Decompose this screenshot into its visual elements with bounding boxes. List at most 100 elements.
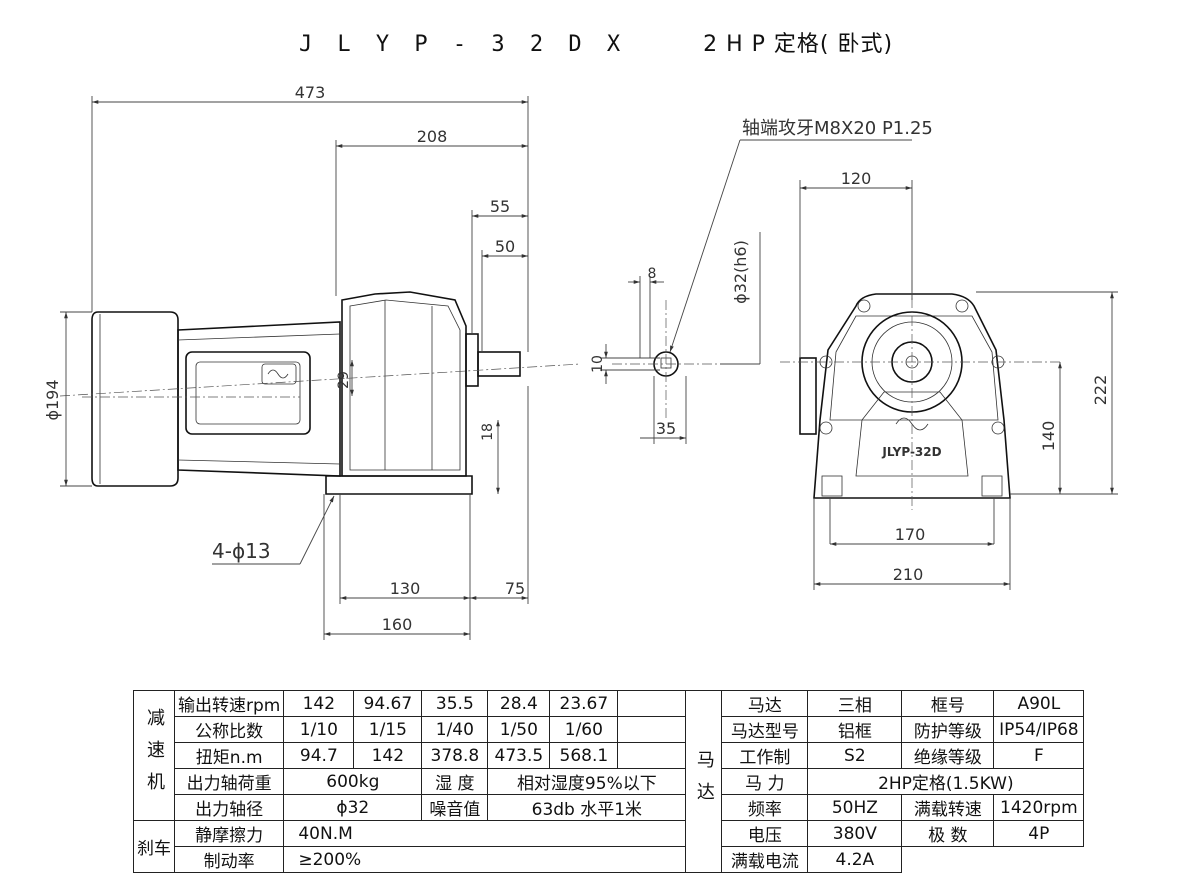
ratio-6 bbox=[617, 716, 687, 743]
front-dimensions: 120 222 140 170 210 bbox=[799, 169, 1118, 590]
torque-6 bbox=[617, 742, 687, 769]
terminal-box bbox=[185, 351, 311, 435]
technical-drawing: 473 208 55 50 ϕ194 29 18 130 75 160 4-ϕ1… bbox=[43, 83, 1118, 640]
dim-10: 10 bbox=[590, 355, 606, 373]
ratio-1: 1/10 bbox=[283, 716, 355, 743]
dim-140: 140 bbox=[1039, 421, 1058, 452]
motor-row-2-c: 防护等级 bbox=[901, 716, 995, 743]
motor-row-3-d: F bbox=[993, 742, 1085, 769]
dim-130: 130 bbox=[390, 579, 421, 598]
dim-50: 50 bbox=[495, 237, 515, 256]
freq-value: 50HZ bbox=[807, 794, 903, 821]
shaft-flange bbox=[465, 333, 479, 387]
title-power: 2 H P 定格( 卧式) bbox=[703, 32, 894, 57]
power-label: 马 力 bbox=[721, 768, 809, 795]
dim-210: 210 bbox=[893, 565, 924, 584]
side-view bbox=[59, 291, 581, 495]
dim-55: 55 bbox=[490, 197, 510, 216]
shaft-end-view: 8 10 35 ϕ32(h6) 轴端攻牙M8X20 P1.25 bbox=[590, 118, 933, 444]
dim-473: 473 bbox=[295, 83, 326, 102]
motor-row-2-a: 马达型号 bbox=[721, 716, 809, 743]
ratio-4: 1/50 bbox=[487, 716, 551, 743]
dim-222: 222 bbox=[1091, 375, 1110, 406]
rated-speed-label: 满载转速 bbox=[901, 794, 995, 821]
motor-row-2-d: IP54/IP68 bbox=[993, 716, 1085, 743]
rated-speed-value: 1420rpm bbox=[993, 794, 1085, 821]
poles-value: 4P bbox=[993, 820, 1085, 847]
mounting-foot bbox=[325, 475, 473, 495]
speed-2: 94.67 bbox=[353, 690, 423, 717]
dim-194: ϕ194 bbox=[43, 379, 62, 420]
current-label: 满载电流 bbox=[721, 846, 809, 873]
motor-fan-cover bbox=[91, 311, 179, 487]
thread-note: 轴端攻牙M8X20 P1.25 bbox=[742, 118, 933, 139]
spec-table: 减速机 输出转速rpm 142 94.67 35.5 28.4 23.67 马达… bbox=[133, 690, 1085, 873]
torque-2: 142 bbox=[353, 742, 423, 769]
torque-4: 473.5 bbox=[487, 742, 551, 769]
noise-value: 63db 水平1米 bbox=[487, 794, 687, 821]
dim-29: 29 bbox=[336, 371, 352, 389]
current-value: 4.2A bbox=[807, 846, 903, 873]
motor-row-1-a: 马达 bbox=[721, 690, 809, 717]
torque-5: 568.1 bbox=[549, 742, 619, 769]
gearbox-housing bbox=[341, 291, 467, 477]
humidity-value: 相对湿度95%以下 bbox=[487, 768, 687, 795]
dim-75: 75 bbox=[505, 579, 525, 598]
motor-row-3-b: S2 bbox=[807, 742, 903, 769]
freq-label: 频率 bbox=[721, 794, 809, 821]
shaft-value: ϕ32 bbox=[283, 794, 423, 821]
ratio-5: 1/60 bbox=[549, 716, 619, 743]
motor-body bbox=[177, 321, 341, 477]
side-dimensions: 473 208 55 50 ϕ194 29 18 130 75 160 4-ϕ1… bbox=[43, 83, 529, 640]
drawing-title: J L Y P - 3 2 D X 2 H P 定格( 卧式) bbox=[0, 26, 1192, 58]
dim-18: 18 bbox=[480, 423, 496, 441]
front-plate-text: JLYP-32D bbox=[881, 445, 941, 459]
speed-4: 28.4 bbox=[487, 690, 551, 717]
ratio-label: 公称比数 bbox=[173, 716, 285, 743]
dim-8: 8 bbox=[648, 266, 657, 282]
brake-rate-value: ≥200% bbox=[283, 846, 687, 873]
load-value: 600kg bbox=[283, 768, 423, 795]
motor-row-3-a: 工作制 bbox=[721, 742, 809, 769]
holes-note: 4-ϕ13 bbox=[212, 539, 271, 563]
power-value: 2HP定格(1.5KW) bbox=[807, 768, 1085, 795]
friction-label: 静摩擦力 bbox=[173, 820, 285, 847]
dim-170: 170 bbox=[895, 525, 926, 544]
brake-rate-label: 制动率 bbox=[173, 846, 285, 873]
torque-label: 扭矩n.m bbox=[173, 742, 285, 769]
torque-3: 378.8 bbox=[421, 742, 489, 769]
load-label: 出力轴荷重 bbox=[173, 768, 285, 795]
motor-row-2-b: 铝框 bbox=[807, 716, 903, 743]
poles-label: 极 数 bbox=[901, 820, 995, 847]
title-model: J L Y P - 3 2 D X bbox=[298, 32, 627, 57]
speed-label: 输出转速rpm bbox=[173, 690, 285, 717]
motor-row-1-b: 三相 bbox=[807, 690, 903, 717]
brake-label: 刹车 bbox=[133, 820, 175, 873]
dim-120: 120 bbox=[841, 169, 872, 188]
shaft-dia: ϕ32(h6) bbox=[731, 240, 750, 304]
dim-160: 160 bbox=[382, 615, 413, 634]
motor-label: 马达 bbox=[685, 690, 723, 873]
volt-value: 380V bbox=[807, 820, 903, 847]
speed-5: 23.67 bbox=[549, 690, 619, 717]
ratio-2: 1/15 bbox=[353, 716, 423, 743]
ratio-3: 1/40 bbox=[421, 716, 489, 743]
side-terminal bbox=[799, 357, 817, 435]
logo-badge bbox=[261, 363, 297, 385]
noise-label: 噪音值 bbox=[421, 794, 489, 821]
front-view: JLYP-32D bbox=[780, 280, 1060, 510]
speed-3: 35.5 bbox=[421, 690, 489, 717]
friction-value: 40N.M bbox=[283, 820, 687, 847]
torque-1: 94.7 bbox=[283, 742, 355, 769]
dim-208: 208 bbox=[417, 127, 448, 146]
front-housing bbox=[813, 293, 1011, 499]
shaft-label: 出力轴径 bbox=[173, 794, 285, 821]
empty-cell bbox=[901, 846, 1084, 873]
motor-row-1-d: A90L bbox=[993, 690, 1085, 717]
volt-label: 电压 bbox=[721, 820, 809, 847]
output-shaft bbox=[477, 351, 521, 377]
humidity-label: 湿 度 bbox=[421, 768, 489, 795]
motor-row-3-c: 绝缘等级 bbox=[901, 742, 995, 769]
speed-6 bbox=[617, 690, 687, 717]
speed-1: 142 bbox=[283, 690, 355, 717]
